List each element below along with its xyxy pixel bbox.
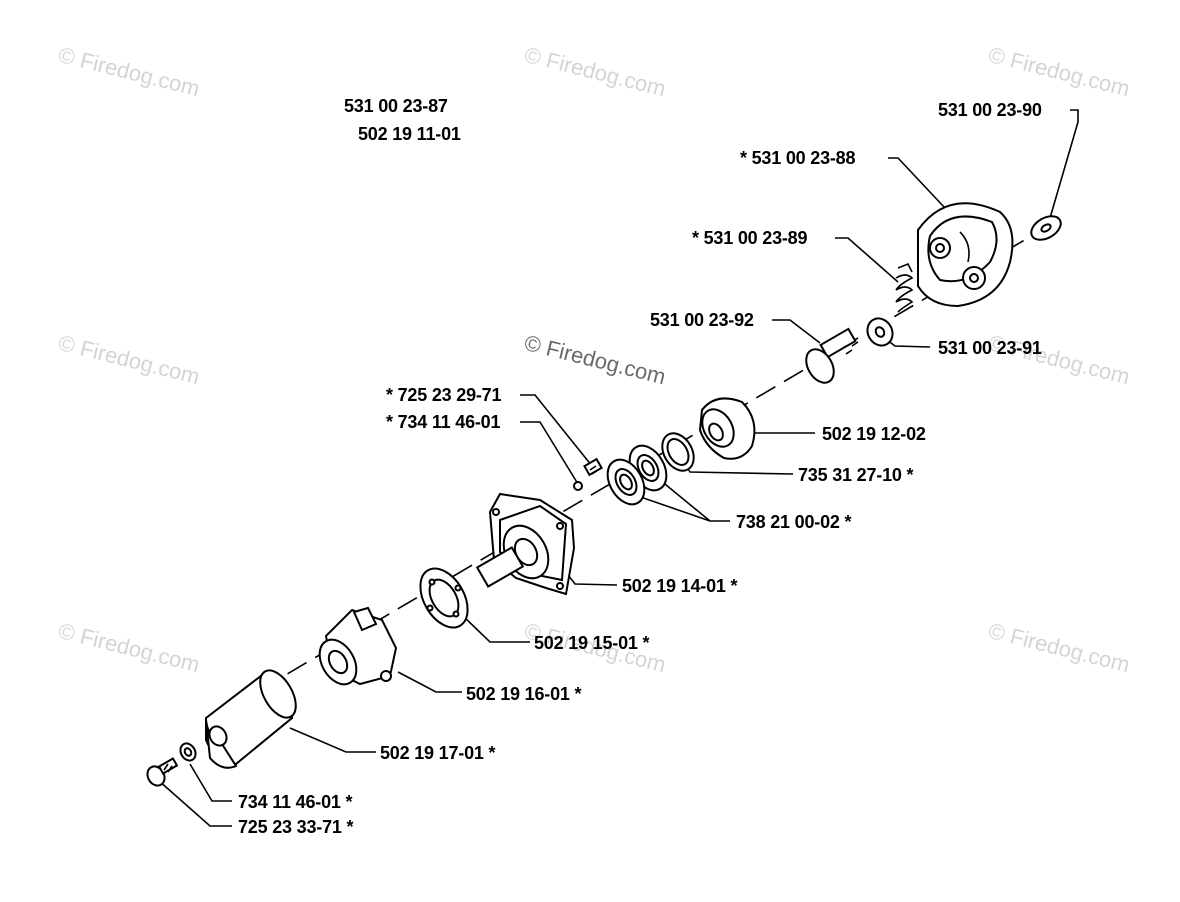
leader-line bbox=[888, 157, 946, 209]
screw bbox=[583, 457, 603, 477]
adapter-hub bbox=[318, 606, 398, 686]
washer-hole bbox=[1040, 223, 1052, 233]
part-label: 735 31 27-10 * bbox=[798, 465, 914, 485]
part-label: 502 19 12-02 bbox=[822, 424, 926, 444]
lock-washer bbox=[573, 481, 583, 491]
bolt bbox=[146, 757, 179, 787]
leader-line bbox=[659, 479, 730, 522]
leader-line bbox=[520, 394, 593, 467]
leader-line bbox=[1049, 109, 1079, 219]
part-label: * 734 11 46-01 bbox=[386, 412, 501, 432]
part-label: 502 19 15-01 * bbox=[534, 633, 650, 653]
leader-line bbox=[520, 421, 579, 485]
shoulder-bolt bbox=[805, 327, 859, 384]
nut bbox=[179, 742, 197, 762]
leader-line bbox=[835, 237, 899, 283]
leader-line bbox=[189, 763, 232, 802]
leader-line bbox=[289, 727, 376, 753]
gasket bbox=[419, 567, 469, 629]
clutch-spring bbox=[895, 262, 914, 313]
part-label: * 531 00 23-89 bbox=[692, 228, 808, 248]
part-label: 734 11 46-01 * bbox=[238, 792, 353, 812]
part-label: 502 19 17-01 * bbox=[380, 743, 496, 763]
part-label: * 531 00 23-88 bbox=[740, 148, 856, 168]
leader-line bbox=[631, 493, 711, 522]
leader-line bbox=[772, 319, 821, 344]
part-label: * 725 23 29-71 bbox=[386, 385, 502, 405]
part-label: 738 21 00-02 * bbox=[736, 512, 852, 532]
cover-cone bbox=[205, 669, 297, 769]
part-label: 531 00 23-90 bbox=[938, 100, 1042, 120]
part-label: 531 00 23-92 bbox=[650, 310, 754, 330]
clutch-housing bbox=[475, 492, 576, 596]
clutch-shoe-assembly bbox=[917, 202, 1014, 308]
part-label: 531 00 23-91 bbox=[938, 338, 1042, 358]
part-label: 725 23 33-71 * bbox=[238, 817, 354, 837]
clutch-drum bbox=[698, 397, 756, 460]
part-label: 502 19 14-01 * bbox=[622, 576, 738, 596]
header-number: 531 00 23-87 bbox=[344, 96, 448, 116]
leader-line bbox=[157, 779, 232, 827]
bearing bbox=[606, 458, 646, 506]
part-label: 502 19 16-01 * bbox=[466, 684, 582, 704]
leader-line bbox=[397, 671, 462, 693]
leader-line bbox=[461, 614, 530, 643]
header-number: 502 19 11-01 bbox=[358, 124, 461, 144]
